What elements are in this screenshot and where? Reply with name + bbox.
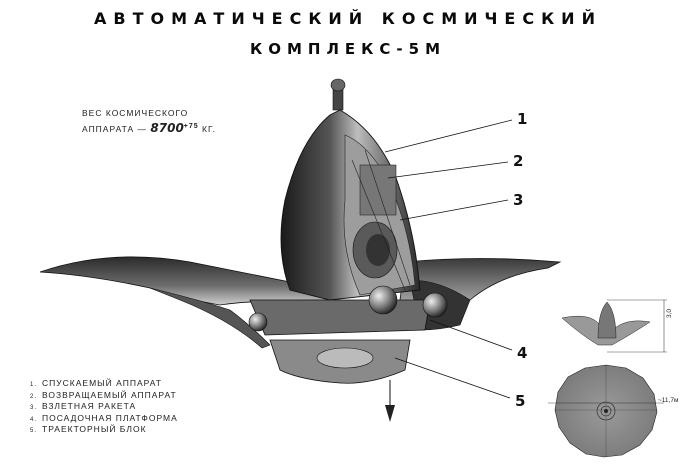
diagram-title-line-1: АВТОМАТИЧЕСКИЙ КОСМИЧЕСКИЙ xyxy=(94,9,602,28)
mass-tolerance: +75 xyxy=(183,123,199,131)
interior-frame xyxy=(359,164,397,216)
legend: 1.СПУСКАЕМЫЙ АППАРАТ 2.ВОЗВРАЩАЕМЫЙ АППА… xyxy=(30,378,178,436)
mass-label-prefix: АППАРАТА — xyxy=(82,124,148,134)
callout-line-3 xyxy=(399,199,509,221)
callout-5: 5 xyxy=(515,392,526,410)
platform-sphere xyxy=(368,285,398,315)
callout-line-2 xyxy=(387,161,509,179)
interior-tank-inner xyxy=(366,234,390,266)
landing-petal-left xyxy=(39,256,336,306)
callout-lines xyxy=(384,119,513,399)
side-view-schematic xyxy=(561,299,667,353)
top-view-schematic xyxy=(548,364,664,458)
callout-line-4 xyxy=(429,319,513,351)
probe-tip xyxy=(385,405,395,422)
height-dimension: 3,0 xyxy=(666,308,673,318)
callout-line-5 xyxy=(394,357,511,399)
callout-3: 3 xyxy=(513,191,524,209)
legend-item: 2.ВОЗВРАЩАЕМЫЙ АППАРАТ xyxy=(30,389,177,400)
legend-item: 3.ВЗЛЕТНАЯ РАКЕТА xyxy=(30,401,137,411)
diameter-dimension: ~11,7м xyxy=(658,397,679,404)
legend-item: 4.ПОСАДОЧНАЯ ПЛАТФОРМА xyxy=(30,412,178,423)
mass-label: ВЕС КОСМИЧЕСКОГО АППАРАТА — 8700+75 КГ. xyxy=(82,108,216,135)
callout-2: 2 xyxy=(513,152,524,170)
mass-label-line-1: ВЕС КОСМИЧЕСКОГО xyxy=(82,108,189,118)
legend-item: 1.СПУСКАЕМЫЙ АППАРАТ xyxy=(30,378,162,388)
mass-value: 8700 xyxy=(150,121,184,135)
diagram-title-line-2: КОМПЛЕКС-5М xyxy=(249,40,447,58)
landing-platform xyxy=(249,299,431,336)
mass-label-line-2: АППАРАТА — 8700+75 КГ. xyxy=(82,121,216,135)
legend-item: 5.ТРАЕКТОРНЫЙ БЛОК xyxy=(30,424,147,434)
callout-line-1 xyxy=(384,119,513,153)
mass-unit: КГ. xyxy=(202,124,216,134)
callout-1: 1 xyxy=(517,110,528,128)
callout-4: 4 xyxy=(517,344,528,362)
